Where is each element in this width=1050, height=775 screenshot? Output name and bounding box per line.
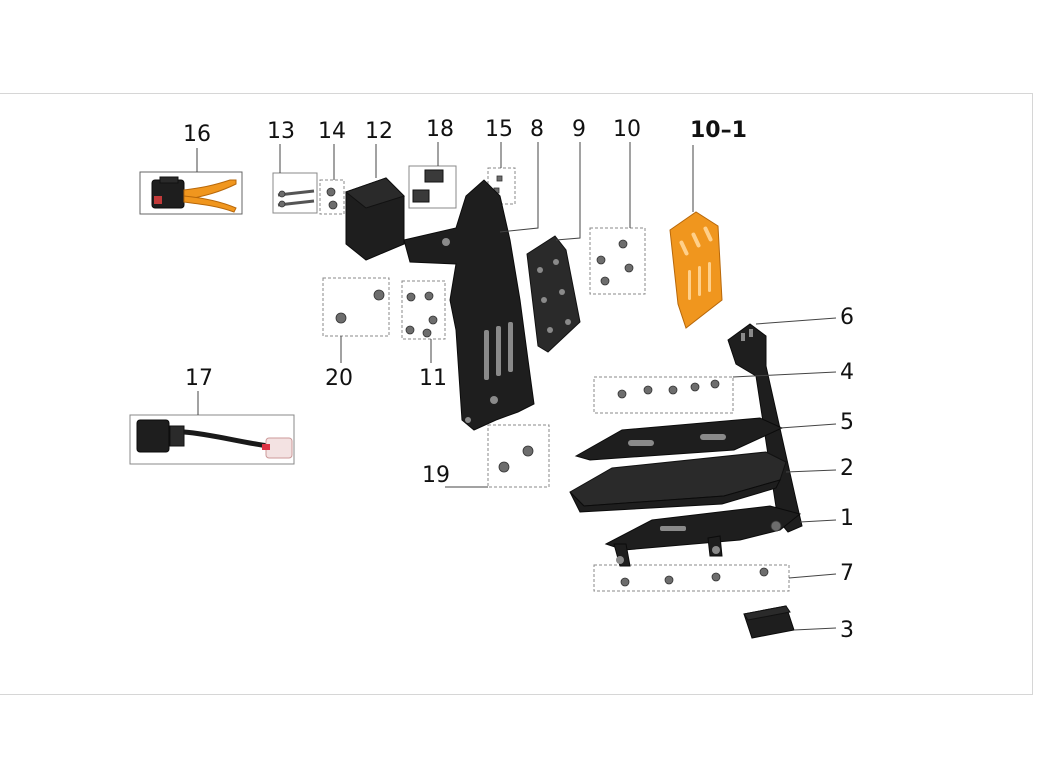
part-11-screws — [401, 280, 446, 340]
label-7: 7 — [840, 561, 854, 586]
label-10-1: 10–1 — [690, 118, 747, 143]
part-10-screws — [589, 227, 646, 295]
label-15: 15 — [485, 117, 513, 142]
label-14: 14 — [318, 119, 346, 144]
label-6: 6 — [840, 305, 854, 330]
part-3-block — [743, 605, 795, 639]
label-16: 16 — [183, 122, 211, 147]
part-12-box — [344, 177, 405, 261]
label-3: 3 — [840, 618, 854, 643]
part-13-bolts — [272, 172, 318, 214]
part-7-screws — [593, 564, 790, 592]
label-13: 13 — [267, 119, 295, 144]
label-20: 20 — [325, 366, 353, 391]
label-8: 8 — [530, 117, 544, 142]
diagram-frame — [0, 93, 1033, 695]
label-2: 2 — [840, 456, 854, 481]
part-20-screws — [322, 277, 390, 337]
part-18-clip — [408, 165, 457, 209]
label-17: 17 — [185, 366, 213, 391]
label-4: 4 — [840, 360, 854, 385]
label-5: 5 — [840, 410, 854, 435]
label-19: 19 — [422, 463, 450, 488]
label-10: 10 — [613, 117, 641, 142]
label-1: 1 — [840, 506, 854, 531]
part-16-connector — [139, 171, 243, 215]
part-17-connector — [129, 414, 295, 465]
part-4-screws — [593, 376, 734, 414]
label-9: 9 — [572, 117, 586, 142]
label-12: 12 — [365, 119, 393, 144]
label-11: 11 — [419, 366, 447, 391]
part-10-1-orange-plate — [669, 211, 723, 329]
part-8-bracket — [403, 179, 535, 431]
part-14-washers — [319, 179, 345, 215]
part-19-screws — [487, 424, 550, 488]
part-1-base — [604, 505, 802, 567]
leader-lines — [196, 142, 837, 631]
part-9-plate — [526, 235, 581, 353]
part-2-tray — [569, 451, 787, 513]
label-18: 18 — [426, 117, 454, 142]
